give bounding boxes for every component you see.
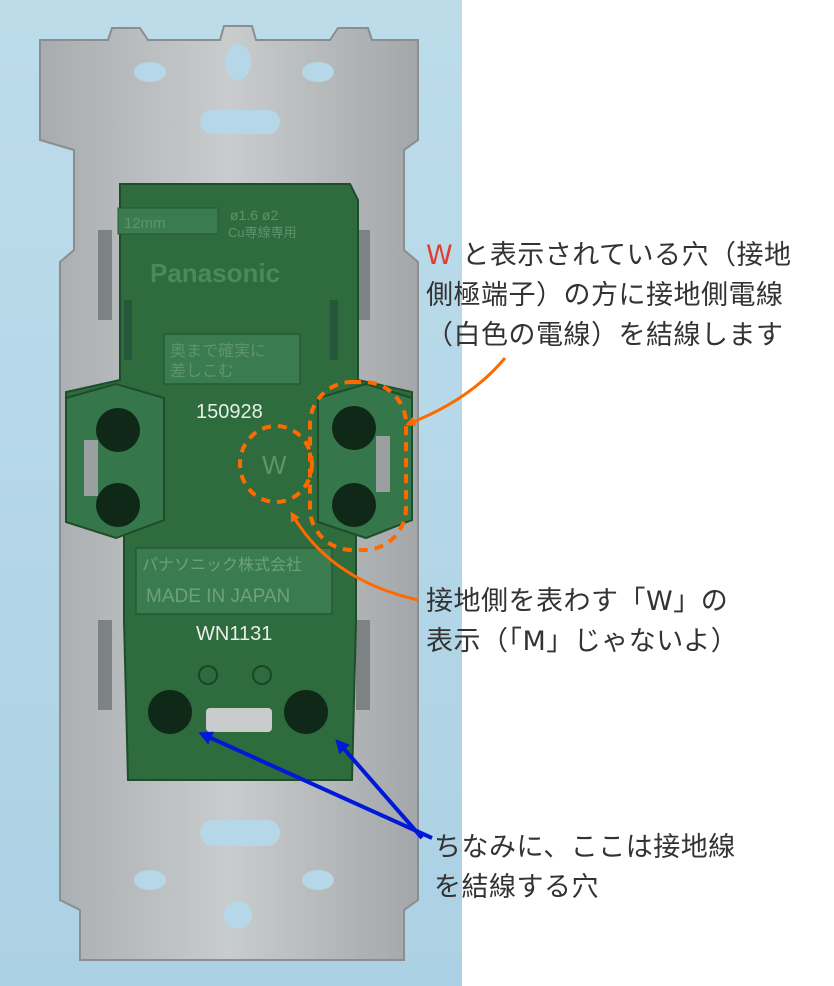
annotation-arrows <box>198 357 507 840</box>
ground-hole-left <box>148 690 192 734</box>
w-mark-highlight <box>238 424 314 504</box>
plate-slot <box>302 870 334 890</box>
arrow-top <box>405 357 507 427</box>
wire-gauge: ø1.6 ø2 <box>230 207 278 223</box>
annotation-middle-line2: 表示（「M」じゃないよ） <box>426 626 739 657</box>
outlet-housing-left <box>65 382 165 540</box>
release-slot <box>376 436 390 492</box>
plate-slot <box>134 62 166 82</box>
plate-tab <box>356 620 370 710</box>
strip-note-panel <box>163 333 301 385</box>
made-in-japan: MADE IN JAPAN <box>146 586 290 607</box>
terminal-hole <box>96 408 140 452</box>
annotation-bottom-line2: を結線する穴 <box>434 872 599 903</box>
plate-slot <box>302 62 334 82</box>
plate-tab <box>98 620 112 710</box>
ground-hole-right <box>284 690 328 734</box>
arrow-middle <box>290 511 419 602</box>
ground-symbol <box>198 665 218 685</box>
annotation-middle-line1: 接地側を表わす「W」の <box>426 586 729 617</box>
serial-number: 150928 <box>196 401 263 423</box>
strip-gauge <box>117 207 219 235</box>
model-number: WN1131 <box>196 623 272 645</box>
strip-length: 12mm <box>124 215 166 232</box>
brand-logo: Panasonic <box>150 258 280 288</box>
arrow-bottom-right <box>335 738 424 840</box>
annotation-bottom-line1: ちなみに、ここは接地線 <box>434 832 736 863</box>
plate-screw-hole <box>224 901 252 929</box>
terminal-highlight <box>308 380 408 552</box>
w-letter: W <box>426 240 454 271</box>
cu-only: Cu専線専用 <box>228 225 297 240</box>
strip-note-2: 差しこむ <box>170 362 234 380</box>
release-slot <box>84 440 98 496</box>
plate-slot <box>200 110 280 134</box>
plate-slot <box>134 870 166 890</box>
ground-symbol <box>252 665 272 685</box>
w-mark: W <box>262 450 287 480</box>
annotation-top-line1-text: と表示されている穴（接地 <box>453 240 792 271</box>
plate-slot <box>225 44 251 80</box>
maker-jp: パナソニック株式会社 <box>142 556 302 574</box>
annotation-top-line1: W と表示されている穴（接地 <box>426 236 791 276</box>
annotation-bottom: ちなみに、ここは接地線 を結線する穴 <box>434 828 736 908</box>
strip-note-1: 奥まで確実に <box>170 342 266 360</box>
arrow-bottom-left <box>198 731 433 840</box>
terminal-hole <box>96 483 140 527</box>
ground-release <box>206 708 272 732</box>
annotation-middle: 接地側を表わす「W」の 表示（「M」じゃないよ） <box>426 582 738 662</box>
side-rib <box>124 300 132 360</box>
receptacle-body <box>65 183 413 781</box>
side-rib <box>330 300 338 360</box>
annotation-top-line2: 側極端子）の方に接地側電線 <box>426 280 784 311</box>
annotation-top: W と表示されている穴（接地 側極端子）の方に接地側電線 （白色の電線）を結線し… <box>426 236 791 356</box>
maker-panel <box>135 547 333 615</box>
plate-tab <box>356 230 370 320</box>
plate-slot <box>200 820 280 846</box>
terminal-hole <box>332 483 376 527</box>
terminal-hole <box>332 406 376 450</box>
embossed-text: 12mm ø1.6 ø2 Cu専線専用 Panasonic 奥まで確実に 差しこ… <box>124 207 302 645</box>
highlight-marks <box>238 380 408 552</box>
plate-tab <box>98 230 112 320</box>
annotation-top-line3: （白色の電線）を結線します <box>426 320 784 351</box>
